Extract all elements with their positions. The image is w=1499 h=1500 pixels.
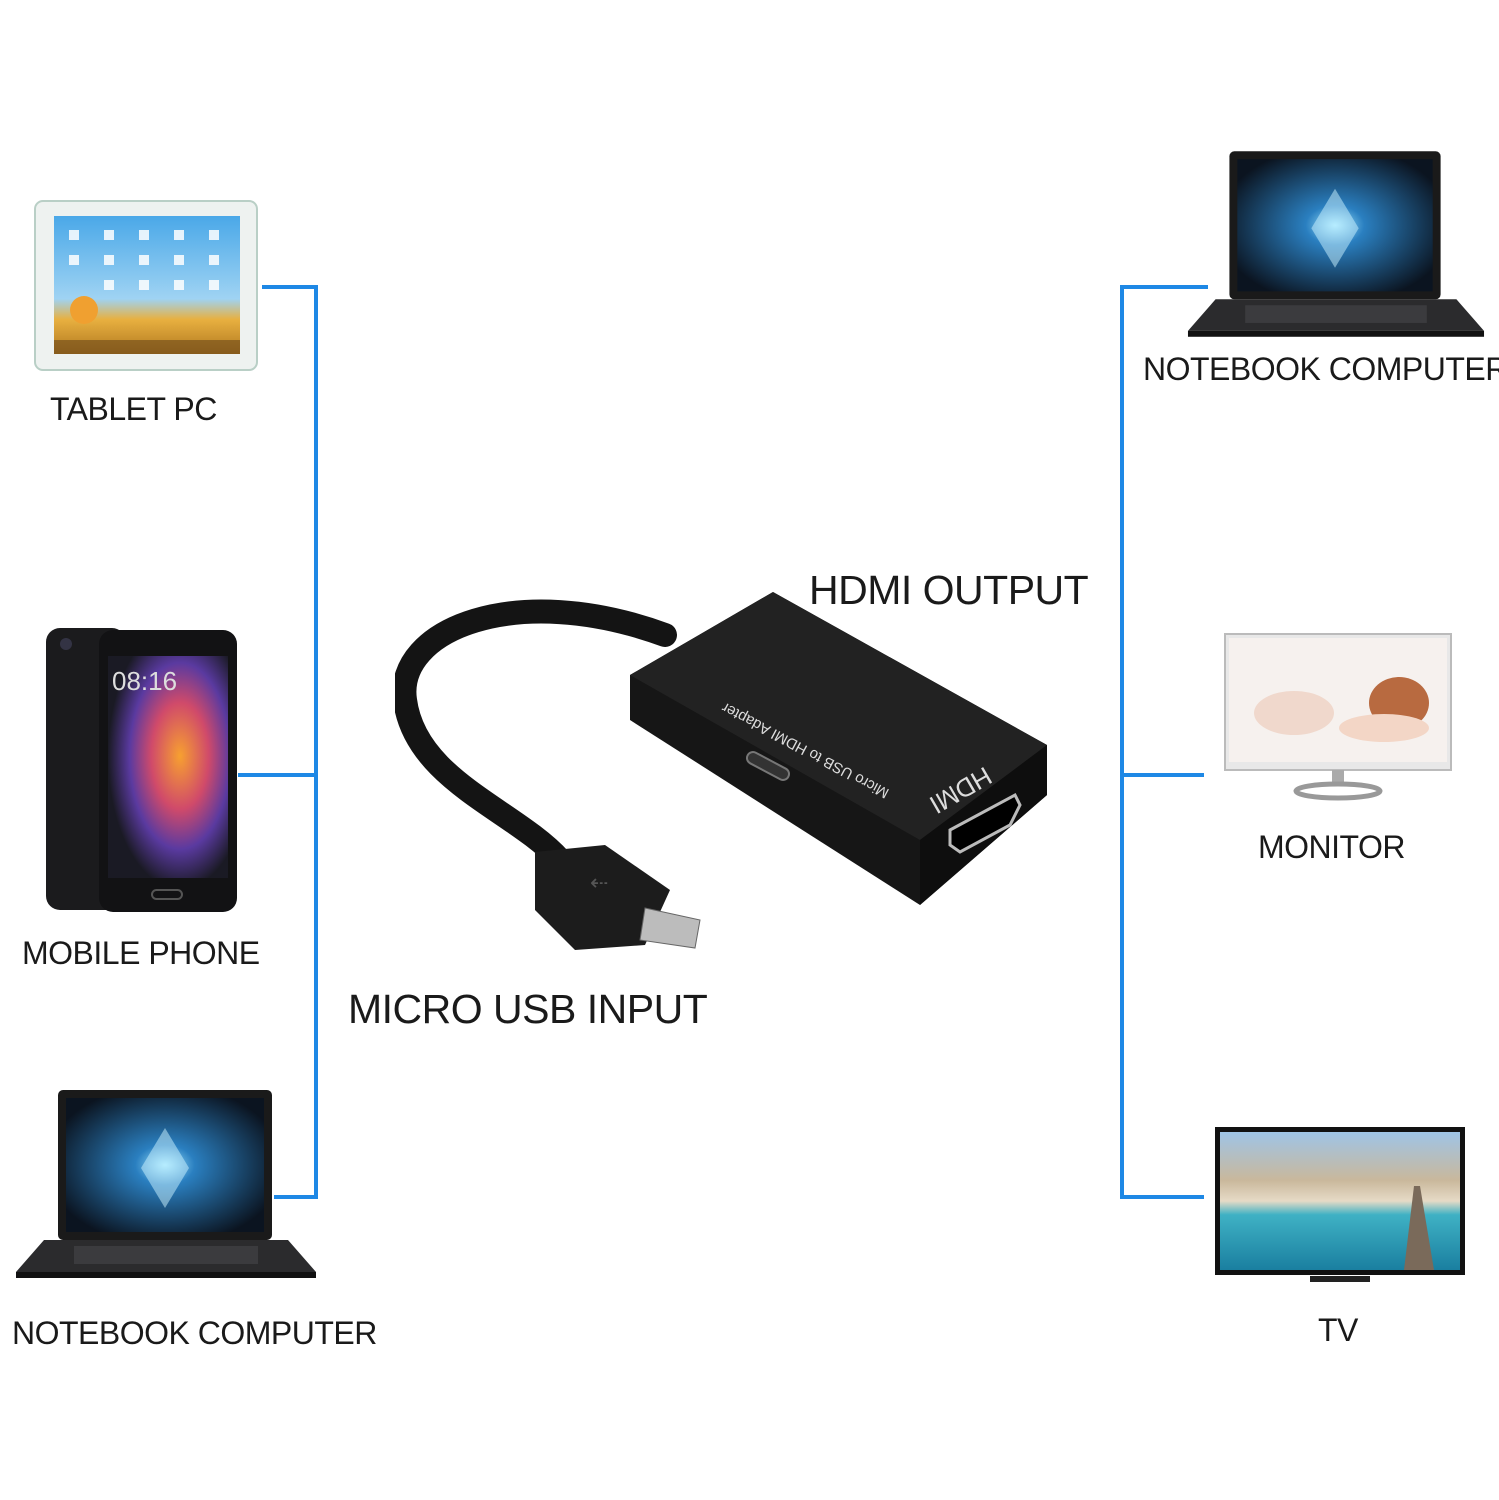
notebook-computer-right-label: NOTEBOOK COMPUTER [1143, 351, 1499, 387]
svg-text:⇠: ⇠ [590, 871, 608, 896]
tv-label: TV [1318, 1312, 1358, 1348]
monitor-label: MONITOR [1258, 829, 1406, 865]
monitor-icon [1224, 633, 1452, 803]
tablet-pc-label: TABLET PC [50, 391, 217, 427]
laptop-icon [1186, 148, 1486, 342]
phone-clock: 08:16 [112, 666, 177, 696]
connector-line-tablet [262, 285, 318, 289]
adapter-cable [395, 599, 677, 872]
connector-line-notebook-right [1120, 285, 1208, 289]
mobile-phone-label: MOBILE PHONE [22, 935, 260, 971]
hdmi-port-icon [948, 792, 1022, 854]
adapter-body: Micro USB to HDMI Adapter HDMI [630, 592, 1047, 905]
notebook-computer-left-label: NOTEBOOK COMPUTER [12, 1315, 377, 1351]
connector-line-right-vertical [1120, 285, 1124, 1199]
connector-line-notebook-left [274, 1195, 318, 1199]
laptop-icon [14, 1088, 318, 1282]
smartphone-icon: 08:16 [44, 626, 240, 914]
connector-line-left-vertical [314, 285, 318, 1199]
hdmi-output-label: HDMI OUTPUT [809, 567, 1089, 613]
connector-line-phone [238, 773, 318, 777]
micro-usb-port-icon [745, 751, 791, 781]
connector-line-monitor [1120, 773, 1204, 777]
micro-usb-to-hdmi-adapter: ⇠ Micro USB to HDMI Adapter HDMI [395, 590, 1055, 960]
micro-usb-input-label: MICRO USB INPUT [348, 986, 708, 1032]
connector-line-tv [1120, 1195, 1204, 1199]
micro-usb-plug: ⇠ [535, 845, 701, 950]
tablet-icon [34, 200, 259, 372]
tv-icon [1214, 1126, 1466, 1286]
